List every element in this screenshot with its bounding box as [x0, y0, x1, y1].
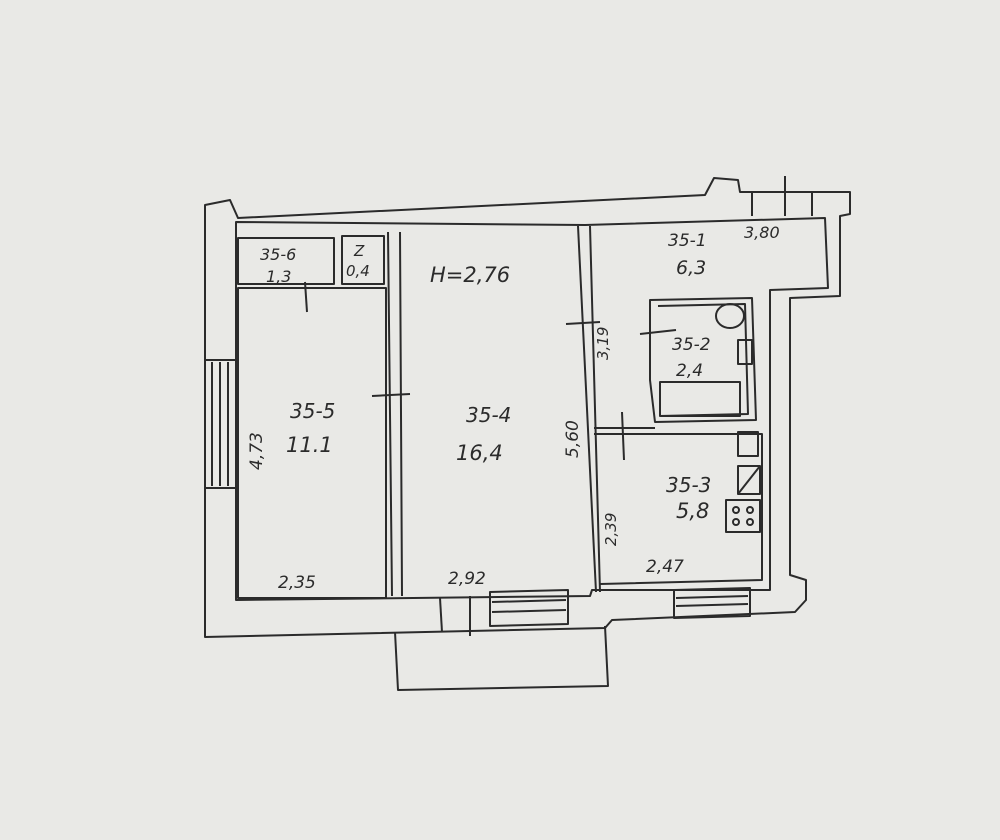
closet-z — [341, 235, 385, 285]
dim-hall-width: 3,80 — [744, 223, 780, 242]
kitchen-counter — [737, 465, 761, 495]
room-label-35-6: 35-6 — [260, 245, 296, 264]
kitchen-sink — [737, 431, 759, 457]
stove-burner — [746, 506, 754, 514]
partition-wall — [594, 427, 763, 585]
inner-wall — [235, 217, 829, 601]
dim-room-5-height: 4,73 — [247, 432, 267, 470]
room-label-35-3: 35-3 — [666, 473, 711, 497]
dim-kitchen-width: 2,47 — [646, 557, 684, 577]
room-label-35-2: 35-2 — [672, 335, 711, 355]
dim-room-4-height: 5,60 — [563, 420, 583, 458]
bathtub — [659, 381, 741, 417]
room-label-z: Z — [353, 242, 365, 260]
kitchen-counter — [737, 465, 761, 495]
room-area-35-3: 5,8 — [676, 499, 709, 523]
room-area-35-2: 2,4 — [676, 361, 703, 381]
partition-wall — [577, 225, 601, 593]
stove — [725, 499, 761, 533]
room-area-35-6: 1,3 — [266, 267, 291, 286]
room-area-z: 0,4 — [346, 262, 370, 280]
balcony — [394, 597, 609, 691]
entrance-door — [751, 176, 813, 216]
stove-burner — [746, 518, 754, 526]
stove-burner — [732, 506, 740, 514]
room-label-35-4: 35-4 — [466, 403, 511, 427]
room-label-35-1: 35-1 — [668, 231, 707, 251]
room-area-35-4: 16,4 — [456, 441, 503, 465]
bathroom-outline — [649, 297, 757, 423]
window-kitchen — [673, 587, 751, 619]
room-35-5-outline — [237, 287, 387, 599]
room-area-35-1: 6,3 — [676, 257, 706, 279]
dim-kitchen-height: 2,39 — [602, 513, 620, 546]
partition-wall — [387, 231, 403, 597]
dim-hall-height: 3,19 — [594, 327, 612, 360]
room-label-35-5: 35-5 — [290, 399, 335, 423]
toilet — [715, 303, 745, 329]
ceiling-height: H=2,76 — [430, 263, 510, 287]
closet-35-6 — [237, 237, 335, 285]
window-left — [205, 359, 237, 489]
sink — [737, 339, 753, 365]
outer-wall — [204, 177, 851, 638]
window-room-35-4 — [489, 589, 569, 627]
door-mark — [304, 281, 677, 636]
room-area-35-5: 11.1 — [286, 433, 333, 457]
dim-room-4-width: 2,92 — [448, 569, 486, 589]
dim-room-5-width: 2,35 — [278, 573, 316, 593]
stove-burner — [732, 518, 740, 526]
